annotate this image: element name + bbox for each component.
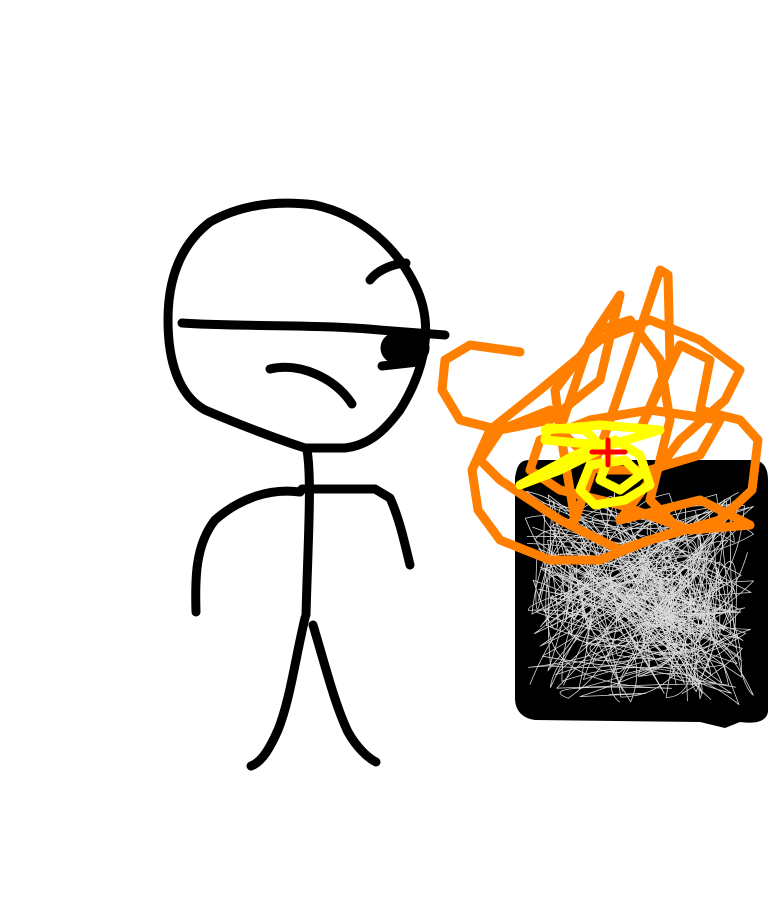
mouth [265, 362, 357, 409]
eye-line [177, 318, 450, 340]
scribble-stroke [565, 510, 712, 666]
scribble-stroke [535, 541, 733, 693]
left-arm [191, 486, 305, 617]
scribble-stroke [527, 504, 752, 668]
scribble-stroke [579, 495, 750, 702]
eye-underline [377, 357, 423, 371]
fire-core-cross [589, 437, 628, 468]
fire-outer-flames [437, 265, 763, 565]
right-leg [308, 620, 381, 767]
head-outline [163, 198, 431, 453]
burning-box [515, 460, 768, 728]
scribble-stroke [526, 535, 743, 694]
stick-figure [163, 198, 450, 771]
scribble-stroke [539, 532, 693, 698]
scribble-stroke [538, 499, 722, 656]
right-arm [297, 484, 415, 570]
scribble-stroke [525, 490, 754, 690]
torso [301, 445, 314, 620]
scribble-stroke [543, 512, 730, 662]
fire [437, 265, 763, 565]
scribble-stroke [524, 493, 746, 684]
fire-inner-flames [515, 420, 665, 510]
eyebrow [365, 258, 411, 285]
scribble-stroke [546, 499, 729, 699]
left-leg [246, 613, 310, 771]
